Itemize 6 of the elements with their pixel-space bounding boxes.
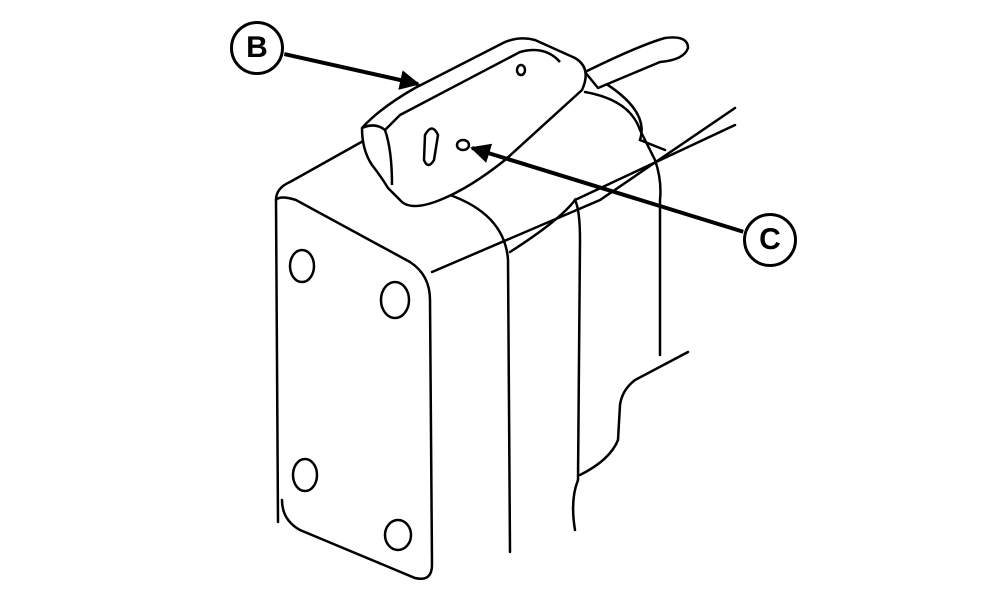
- callout-letter: B: [230, 21, 284, 75]
- callout-letter: C: [743, 213, 797, 267]
- leader-line: [284, 52, 420, 90]
- bracket-drawing: [360, 36, 690, 208]
- hole: [456, 138, 470, 152]
- leader-line: [470, 144, 744, 234]
